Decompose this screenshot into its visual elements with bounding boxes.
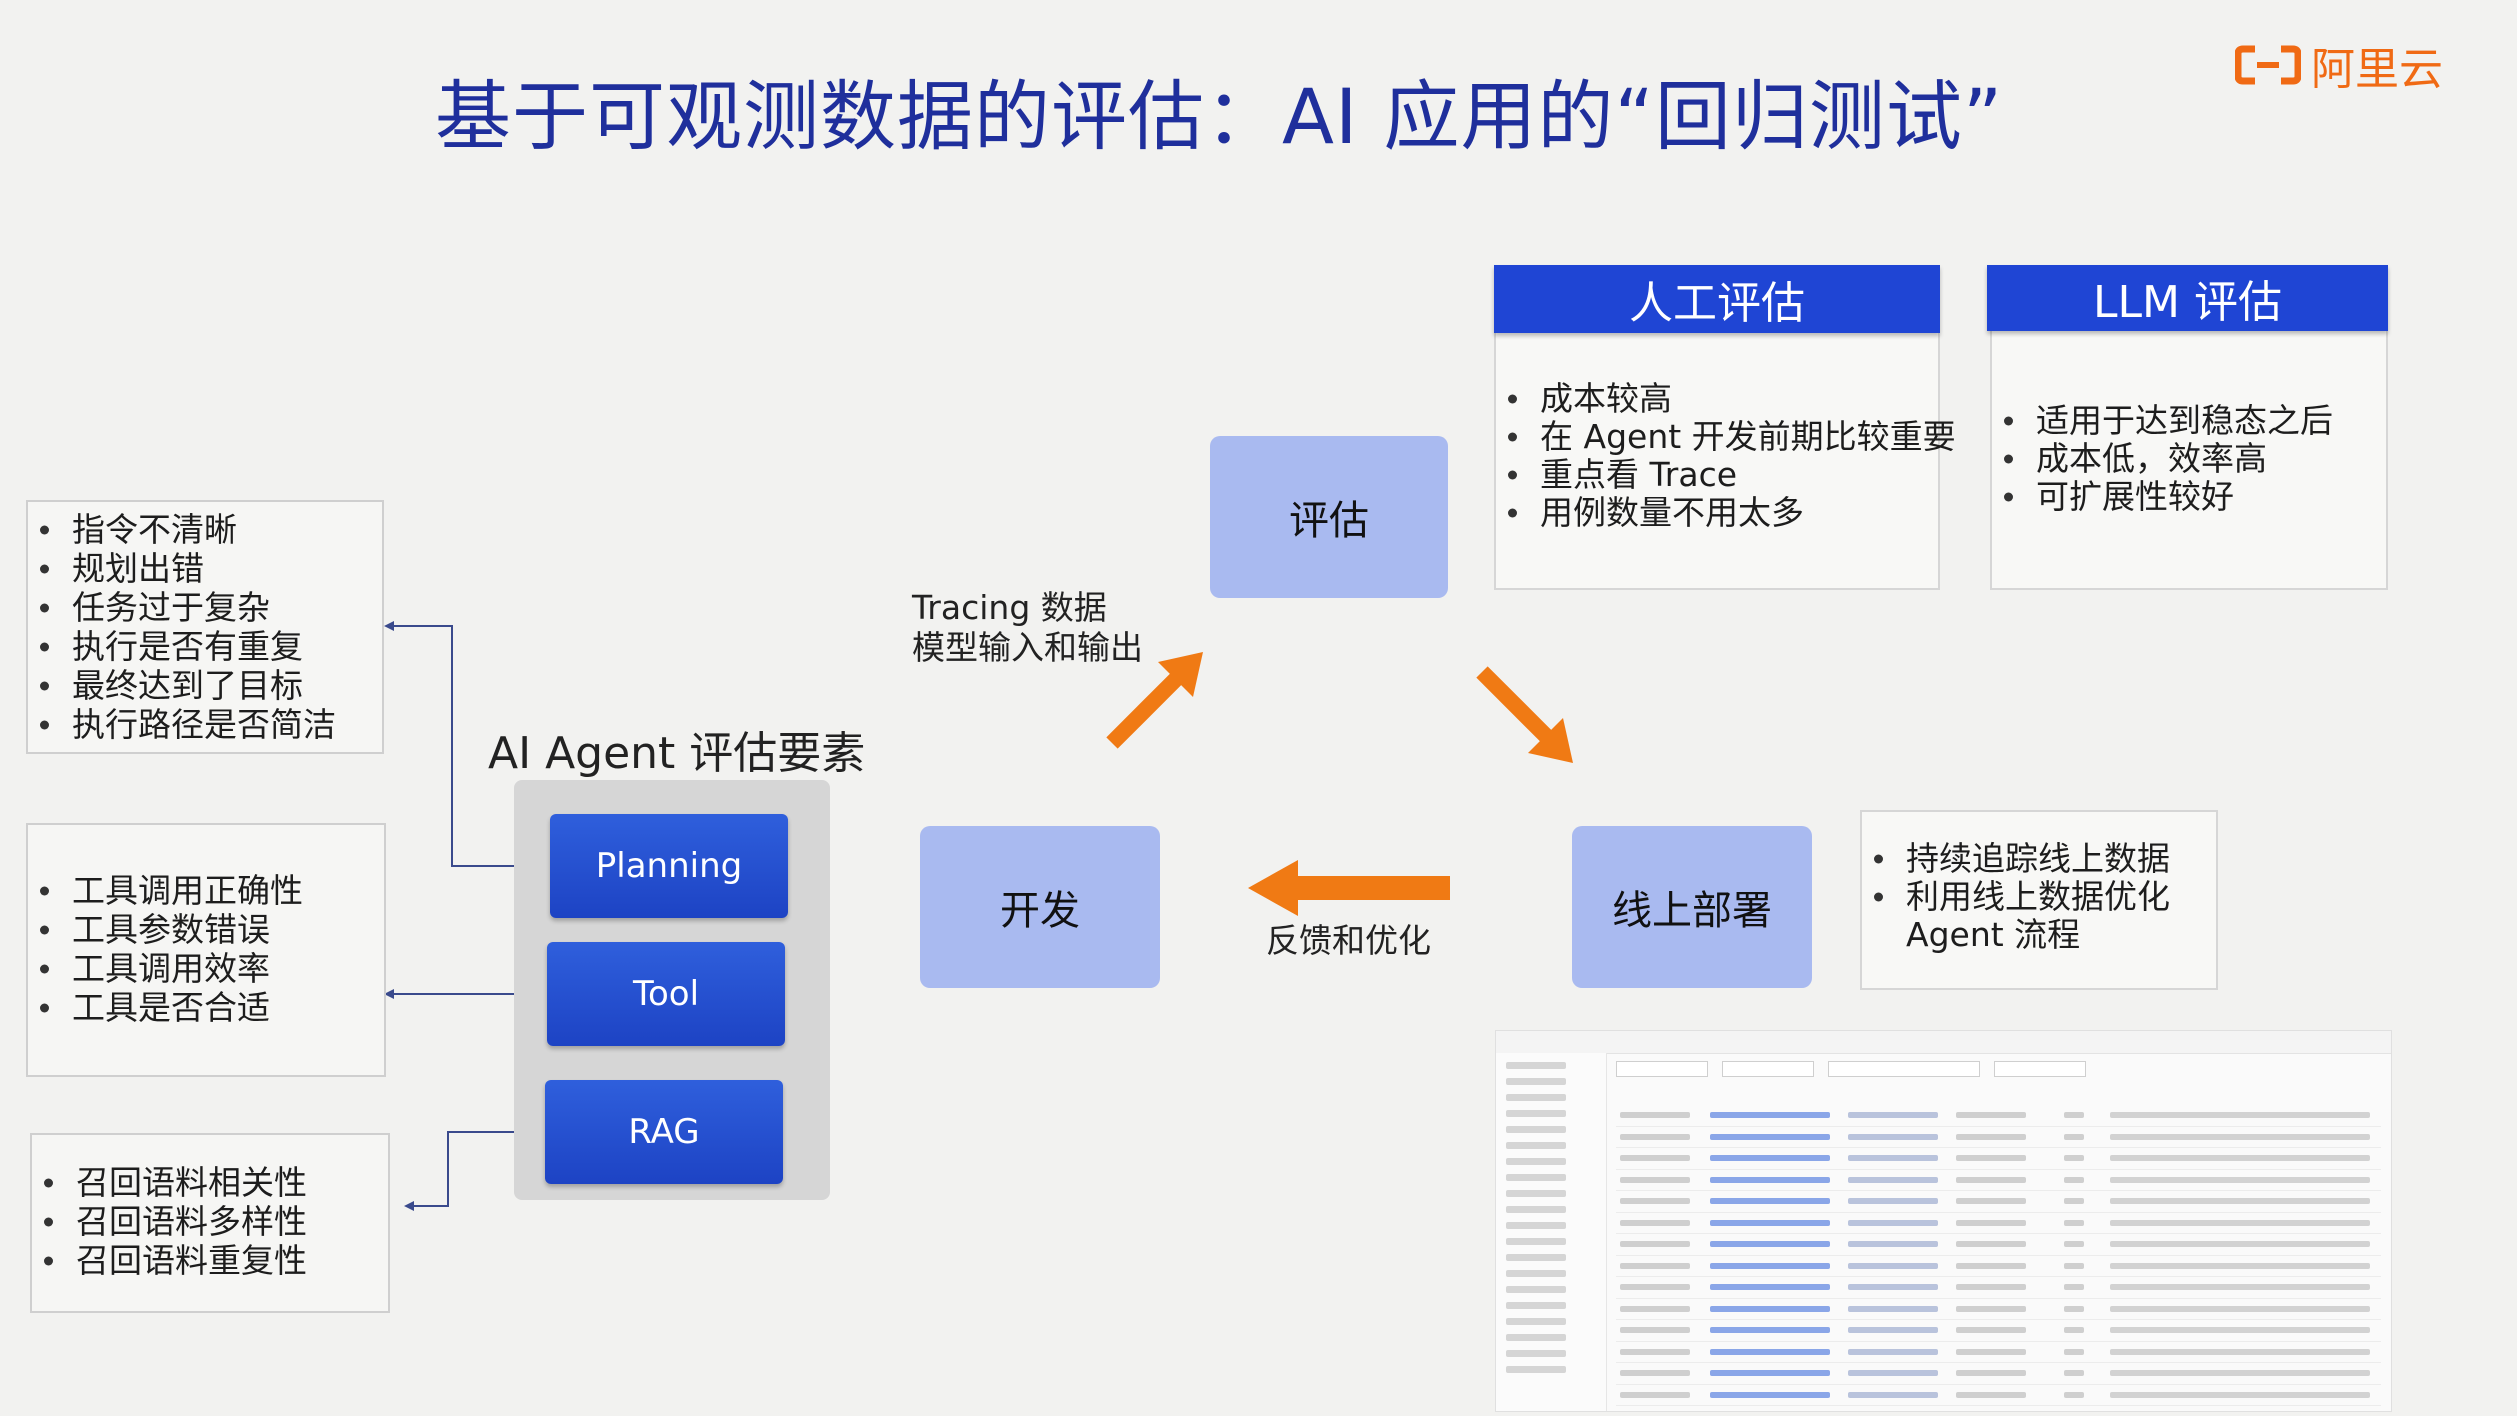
list-item: 利用线上数据优化 bbox=[1862, 878, 2216, 916]
planning-arrowhead bbox=[384, 621, 394, 631]
tracing-label: Tracing 数据 模型输入和输出 bbox=[912, 588, 1143, 667]
rag-block: RAG bbox=[545, 1080, 783, 1184]
list-item: 可扩展性较好 bbox=[1992, 478, 2386, 516]
list-item: 工具参数错误 bbox=[28, 910, 384, 949]
list-item: 召回语料重复性 bbox=[32, 1241, 388, 1280]
arrow-to-prod bbox=[1476, 666, 1573, 763]
screenshot-row bbox=[1616, 1127, 2381, 1148]
list-item: 指令不清晰 bbox=[28, 510, 382, 549]
list-item: 工具调用效率 bbox=[28, 949, 384, 988]
agent-elements-title: AI Agent 评估要素 bbox=[488, 728, 866, 779]
screenshot-row bbox=[1616, 1191, 2381, 1213]
list-item-continuation: Agent 流程 bbox=[1906, 915, 2081, 954]
human-eval-header: 人工评估 bbox=[1494, 265, 1940, 333]
list-item: 工具是否合适 bbox=[28, 988, 384, 1027]
page-title: 基于可观测数据的评估：AI 应用的“回归测试” bbox=[435, 72, 2004, 161]
arrow-to-dev bbox=[1248, 860, 1450, 916]
planning-connector bbox=[392, 625, 550, 867]
llm-eval-header: LLM 评估 bbox=[1987, 265, 2388, 331]
planning-issues-box: 指令不清晰 规划出错 任务过于复杂 执行是否有重复 最终达到了目标 执行路径是否… bbox=[26, 500, 384, 754]
human-eval-card: 成本较高 在 Agent 开发前期比较重要 重点看 Trace 用例数量不用太多 bbox=[1494, 300, 1956, 590]
screenshot-row bbox=[1616, 1105, 2381, 1127]
list-item: 适用于达到稳态之后 bbox=[1992, 402, 2386, 440]
screenshot-row bbox=[1616, 1256, 2381, 1277]
rag-connector bbox=[412, 1131, 545, 1207]
list-item: 持续追踪线上数据 bbox=[1862, 840, 2216, 878]
screenshot-filters bbox=[1616, 1061, 2381, 1079]
tool-issues-box: 工具调用正确性 工具参数错误 工具调用效率 工具是否合适 bbox=[26, 823, 386, 1077]
eval-node: 评估 bbox=[1210, 436, 1448, 598]
brand-logo: 阿里云 bbox=[2235, 38, 2443, 95]
tool-block: Tool bbox=[547, 942, 785, 1046]
screenshot-row bbox=[1616, 1148, 2381, 1170]
list-item: 用例数量不用太多 bbox=[1496, 494, 1938, 532]
list-item: 执行路径是否简洁 bbox=[28, 705, 382, 744]
list-item: 工具调用正确性 bbox=[28, 871, 384, 910]
prod-node: 线上部署 bbox=[1572, 826, 1812, 988]
dev-node: 开发 bbox=[920, 826, 1160, 988]
list-item: 召回语料多样性 bbox=[32, 1202, 388, 1241]
screenshot-row bbox=[1616, 1213, 2381, 1234]
deploy-notes-card: 持续追踪线上数据 利用线上数据优化 Agent 流程 bbox=[1860, 810, 2218, 990]
list-item: 最终达到了目标 bbox=[28, 666, 382, 705]
screenshot-row bbox=[1616, 1342, 2381, 1363]
screenshot-row bbox=[1616, 1385, 2381, 1406]
llm-eval-card: 适用于达到稳态之后 成本低，效率高 可扩展性较好 bbox=[1990, 300, 2388, 590]
list-item: 规划出错 bbox=[28, 549, 382, 588]
list-item: 在 Agent 开发前期比较重要 bbox=[1496, 418, 1956, 456]
screenshot-table bbox=[1616, 1105, 2381, 1406]
screenshot-row bbox=[1616, 1234, 2381, 1256]
evaluation-console-screenshot bbox=[1495, 1030, 2392, 1412]
screenshot-row bbox=[1616, 1299, 2381, 1320]
list-item: 成本较高 bbox=[1496, 380, 1938, 418]
screenshot-sidebar bbox=[1496, 1053, 1607, 1411]
rag-arrowhead bbox=[404, 1201, 414, 1211]
screenshot-row bbox=[1616, 1363, 2381, 1385]
list-item: 任务过于复杂 bbox=[28, 588, 382, 627]
screenshot-row bbox=[1616, 1170, 2381, 1191]
alibaba-cloud-logo-icon bbox=[2235, 45, 2301, 85]
arrow-to-eval bbox=[1106, 652, 1203, 749]
list-item: 重点看 Trace bbox=[1496, 456, 1938, 494]
screenshot-row bbox=[1616, 1320, 2381, 1342]
feedback-label: 反馈和优化 bbox=[1266, 921, 1431, 960]
planning-block: Planning bbox=[550, 814, 788, 918]
rag-issues-box: 召回语料相关性 召回语料多样性 召回语料重复性 bbox=[30, 1133, 390, 1313]
list-item: 召回语料相关性 bbox=[32, 1163, 388, 1202]
brand-name: 阿里云 bbox=[2311, 44, 2443, 95]
screenshot-row bbox=[1616, 1277, 2381, 1299]
screenshot-topbar bbox=[1496, 1031, 2391, 1054]
list-item: 执行是否有重复 bbox=[28, 627, 382, 666]
tool-arrowhead bbox=[384, 989, 394, 999]
list-item: 成本低，效率高 bbox=[1992, 440, 2386, 478]
